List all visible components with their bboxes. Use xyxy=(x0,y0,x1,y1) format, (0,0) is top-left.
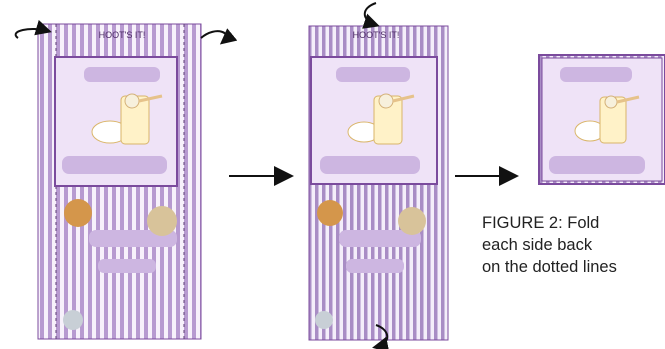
panel-2: HOOT'S IT! xyxy=(309,3,448,347)
caption-line-2: each side back xyxy=(482,234,662,256)
caption-line-3: on the dotted lines xyxy=(482,256,662,278)
panel-1-top-text: HOOT'S IT! xyxy=(99,30,146,40)
panel-2-top-text: HOOT'S IT! xyxy=(353,30,400,40)
panel-1: HOOT'S IT! xyxy=(16,24,227,339)
figure-caption: FIGURE 2: Fold each side back on the dot… xyxy=(482,212,662,278)
caption-line-1: FIGURE 2: Fold xyxy=(482,212,662,234)
panel-3 xyxy=(539,55,665,184)
